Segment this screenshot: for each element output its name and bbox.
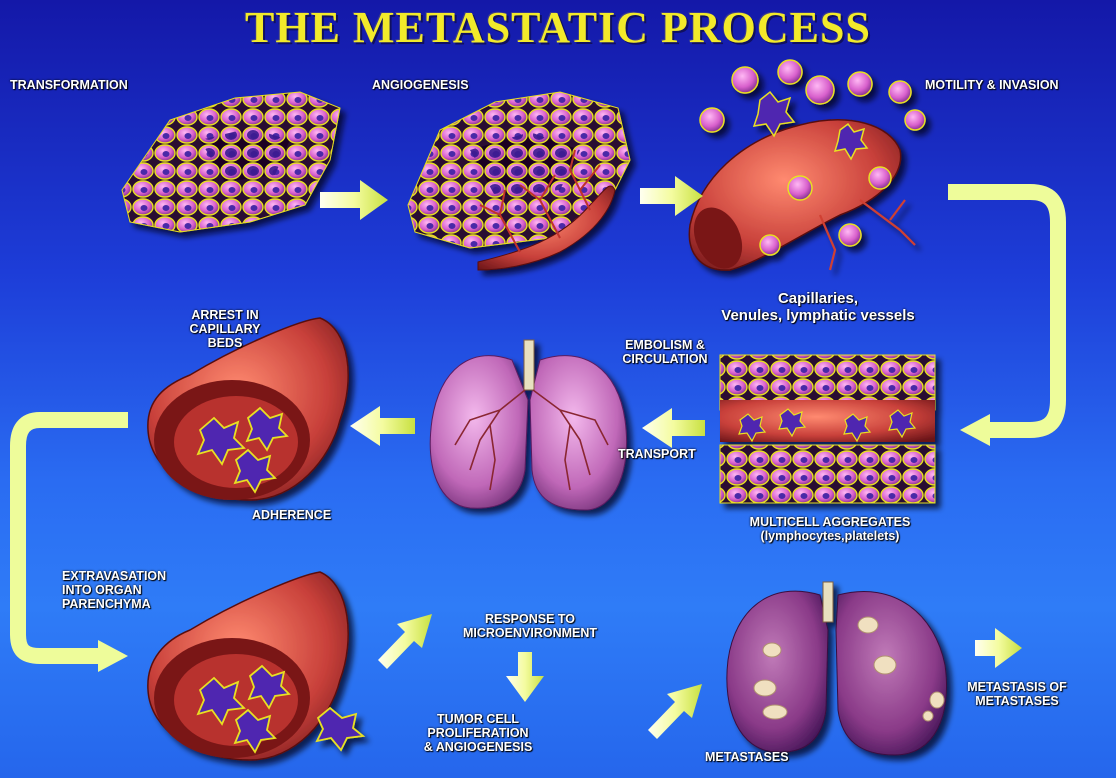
label-arrest-line-3: BEDS xyxy=(175,336,275,350)
angiogenesis-tissue xyxy=(408,92,630,270)
label-response-line-1: RESPONSE TO xyxy=(435,612,625,626)
arrow-invasion-to-transport xyxy=(948,192,1058,446)
label-embolism-line-2: CIRCULATION xyxy=(600,352,730,366)
label-arrest-capillary-beds: ARREST IN CAPILLARY BEDS xyxy=(175,308,275,350)
label-transformation: TRANSFORMATION xyxy=(10,78,128,92)
arrow-response-to-proliferation xyxy=(506,652,544,702)
label-tumor-cell-proliferation: TUMOR CELL PROLIFERATION & ANGIOGENESIS xyxy=(408,712,548,754)
label-extravasation-line-2: INTO ORGAN xyxy=(62,583,166,597)
lungs-circulation xyxy=(430,340,626,510)
label-extravasation: EXTRAVASATION INTO ORGAN PARENCHYMA xyxy=(62,569,166,611)
invasion-vessel xyxy=(685,60,925,276)
arrow-transport-to-lungs xyxy=(642,408,705,448)
label-metastasis-of-line-2: METASTASES xyxy=(942,694,1092,708)
arrow-lungs-to-arrest xyxy=(350,406,415,446)
transformation-tissue xyxy=(122,92,340,232)
label-arrest-line-2: CAPILLARY xyxy=(175,322,275,336)
label-metastasis-of-metastases: METASTASIS OF METASTASES xyxy=(942,680,1092,708)
arrow-arrest-to-extravasation xyxy=(18,420,128,672)
label-arrest-line-1: ARREST IN xyxy=(175,308,275,322)
label-transport: TRANSPORT xyxy=(618,447,696,461)
diagram-title: THE METASTATIC PROCESS xyxy=(0,2,1116,53)
label-extravasation-line-3: PARENCHYMA xyxy=(62,597,166,611)
label-proliferation-line-2: PROLIFERATION xyxy=(408,726,548,740)
label-proliferation-line-1: TUMOR CELL xyxy=(408,712,548,726)
label-embolism-circulation: EMBOLISM & CIRCULATION xyxy=(600,338,730,366)
arrow-transformation-to-angiogenesis xyxy=(320,180,388,220)
label-capillaries-line-1: Capillaries, xyxy=(708,290,928,307)
label-metastasis-of-line-1: METASTASIS OF xyxy=(942,680,1092,694)
label-metastases: METASTASES xyxy=(705,750,789,764)
arrow-to-metastasis-of-metastases xyxy=(975,628,1022,668)
extravasation-vessel xyxy=(148,572,363,760)
label-adherence: ADHERENCE xyxy=(252,508,331,522)
label-capillaries: Capillaries, Venules, lymphatic vessels xyxy=(708,290,928,324)
arrow-angiogenesis-to-invasion xyxy=(640,176,703,216)
arrow-extravasation-to-response xyxy=(378,614,432,669)
label-capillaries-line-2: Venules, lymphatic vessels xyxy=(708,307,928,324)
arrow-proliferation-to-metastases xyxy=(648,684,702,739)
label-multicell-aggregates: MULTICELL AGGREGATES (lymphocytes,platel… xyxy=(700,515,960,543)
label-angiogenesis: ANGIOGENESIS xyxy=(372,78,469,92)
label-multicell-line-2: (lymphocytes,platelets) xyxy=(700,529,960,543)
transport-vessel xyxy=(720,355,935,503)
label-response-microenvironment: RESPONSE TO MICROENVIRONMENT xyxy=(435,612,625,640)
label-motility-invasion: MOTILITY & INVASION xyxy=(925,78,1059,92)
label-proliferation-line-3: & ANGIOGENESIS xyxy=(408,740,548,754)
label-extravasation-line-1: EXTRAVASATION xyxy=(62,569,166,583)
lungs-metastases xyxy=(727,582,947,755)
label-response-line-2: MICROENVIRONMENT xyxy=(435,626,625,640)
label-multicell-line-1: MULTICELL AGGREGATES xyxy=(700,515,960,529)
label-embolism-line-1: EMBOLISM & xyxy=(600,338,730,352)
